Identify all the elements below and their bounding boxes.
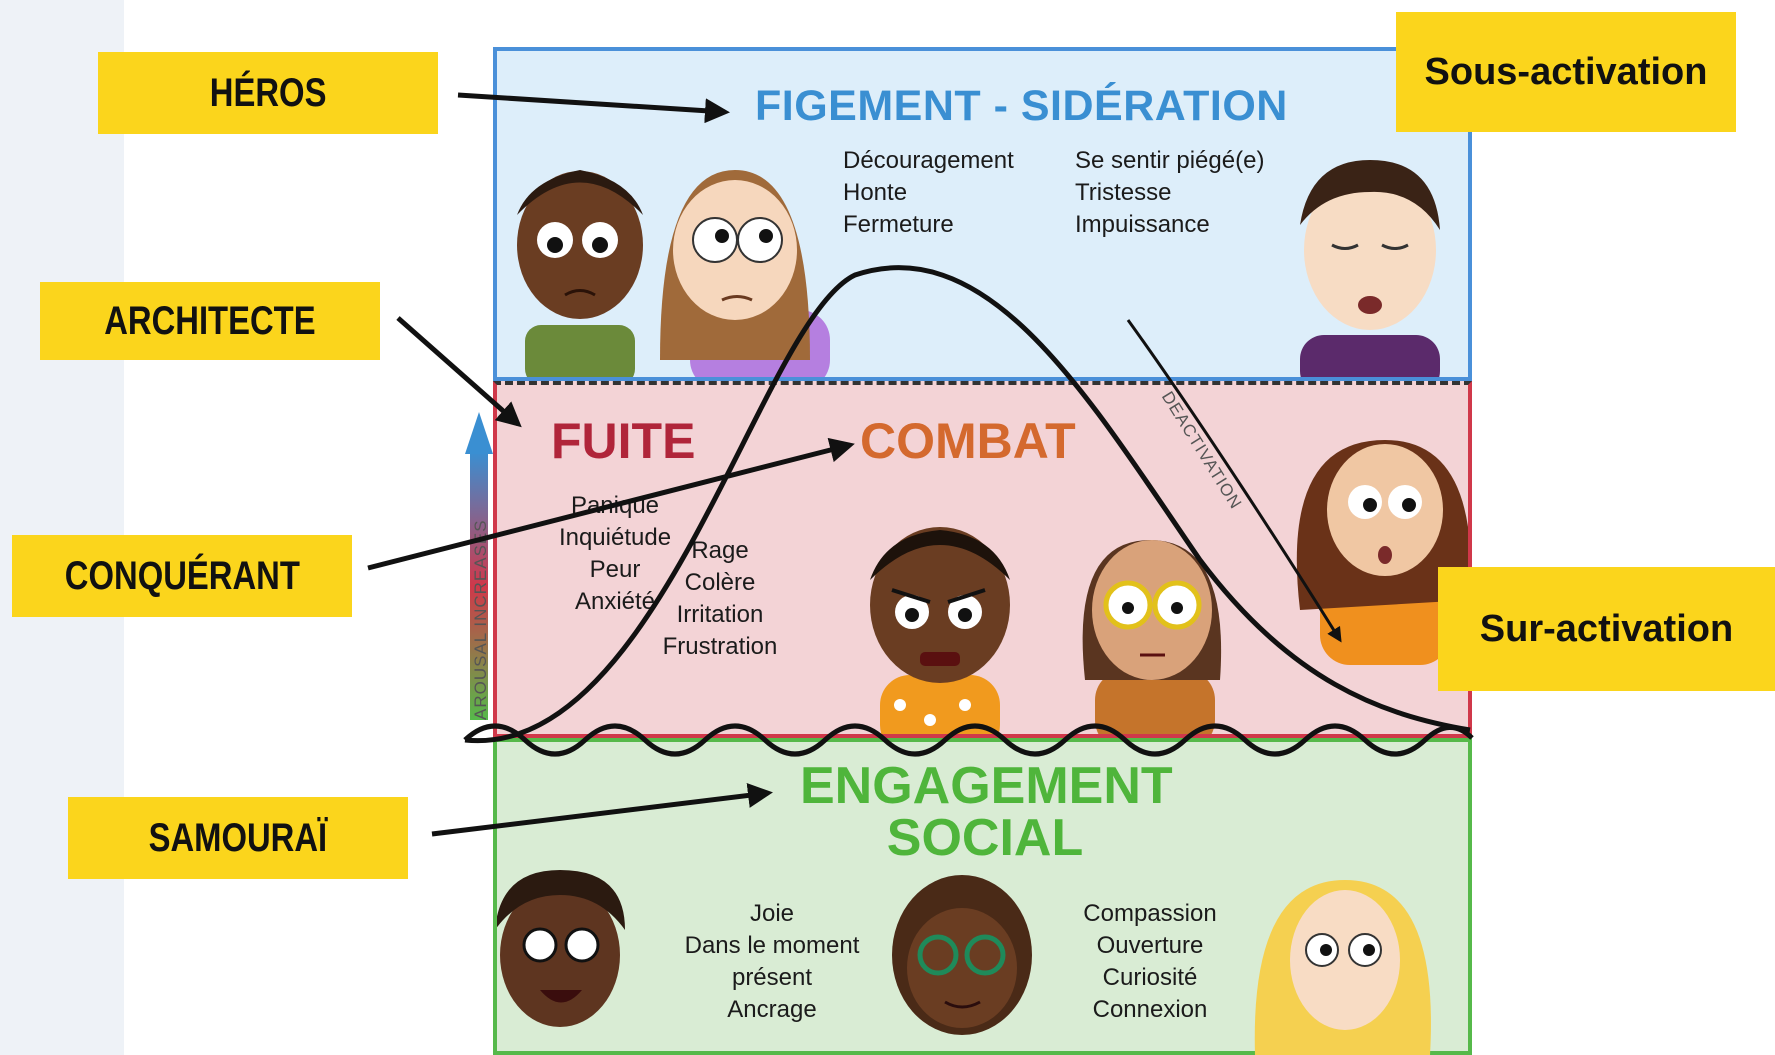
emotion-item: Irritation <box>676 601 764 628</box>
zone-title-engagement: ENGAGEMENT SOCIAL <box>800 757 1173 867</box>
pointer-arrow-conquerant <box>367 437 855 571</box>
character-happy-boy <box>497 870 625 1027</box>
left-margin-strip <box>0 0 124 1055</box>
emotion-item: Curiosité <box>1102 964 1198 991</box>
pointer-arrow-samourai <box>431 783 773 837</box>
emotion-list-fight: Rage Colère Irritation Frustration <box>650 535 790 663</box>
zone-title-figement: FIGEMENT - SIDÉRATION <box>755 82 1288 130</box>
arousal-bar <box>470 452 488 720</box>
label-samourai: SAMOURAÏ <box>68 797 408 879</box>
label-conquerant: CONQUÉRANT <box>12 535 352 617</box>
engagement-line2: SOCIAL <box>886 809 1084 867</box>
character-angry-boy <box>870 527 1010 734</box>
emotion-item: Ouverture <box>1096 932 1204 959</box>
label-sur-activation: Sur-activation <box>1438 567 1775 691</box>
zone-title-fuite: FUITE <box>551 413 696 469</box>
emotion-list-under-left: Découragement Honte Fermeture <box>843 145 1014 241</box>
character-calm-girl <box>892 875 1032 1035</box>
zone-title-combat: COMBAT <box>860 413 1076 469</box>
deactivation-arrow <box>1126 319 1342 643</box>
emotion-item: présent <box>731 964 813 991</box>
label-architecte: ARCHITECTE <box>40 282 380 360</box>
emotion-item: Découragement <box>843 147 1014 174</box>
emotion-item: Compassion <box>1083 900 1217 927</box>
character-curious-girl <box>1254 880 1431 1055</box>
character-sad-girl <box>660 170 830 377</box>
character-crying-boy <box>1300 160 1440 377</box>
arousal-bell-curve <box>464 265 1471 743</box>
emotion-item: Connexion <box>1092 996 1208 1023</box>
emotion-item: Se sentir piégé(e) <box>1075 147 1265 174</box>
emotion-list-social-left: Joie Dans le moment présent Ancrage <box>672 898 872 1026</box>
emotion-item: Dans le moment <box>684 932 860 959</box>
emotion-list-under-right: Se sentir piégé(e) Tristesse Impuissance <box>1075 145 1264 241</box>
character-angry-girl <box>1082 540 1222 734</box>
emotion-item: Peur <box>589 556 641 583</box>
emotion-item: Frustration <box>662 633 778 660</box>
character-sad-boy <box>517 170 643 377</box>
emotion-item: Fermeture <box>843 211 954 238</box>
label-sous-activation: Sous-activation <box>1396 12 1736 132</box>
emotion-item: Anxiété <box>574 588 656 615</box>
pointer-arrow-architecte <box>396 316 522 428</box>
emotion-item: Rage <box>691 537 749 564</box>
label-heros: HÉROS <box>98 52 438 134</box>
emotion-item: Colère <box>684 569 756 596</box>
emotion-item: Inquiétude <box>558 524 672 551</box>
emotion-item: Joie <box>749 900 795 927</box>
window-of-tolerance-wave <box>463 723 1474 757</box>
arousal-arrow-icon <box>465 412 493 454</box>
emotion-item: Tristesse <box>1075 179 1172 206</box>
emotion-list-flight: Panique Inquiétude Peur Anxiété <box>545 490 685 618</box>
emotion-list-social-right: Compassion Ouverture Curiosité Connexion <box>1065 898 1235 1026</box>
engagement-line1: ENGAGEMENT <box>800 757 1173 815</box>
emotion-item: Ancrage <box>727 996 817 1023</box>
character-anxious-girl <box>1296 440 1468 665</box>
emotion-item: Honte <box>843 179 908 206</box>
pointer-arrow-heros <box>457 92 730 124</box>
emotion-item: Impuissance <box>1075 211 1210 238</box>
